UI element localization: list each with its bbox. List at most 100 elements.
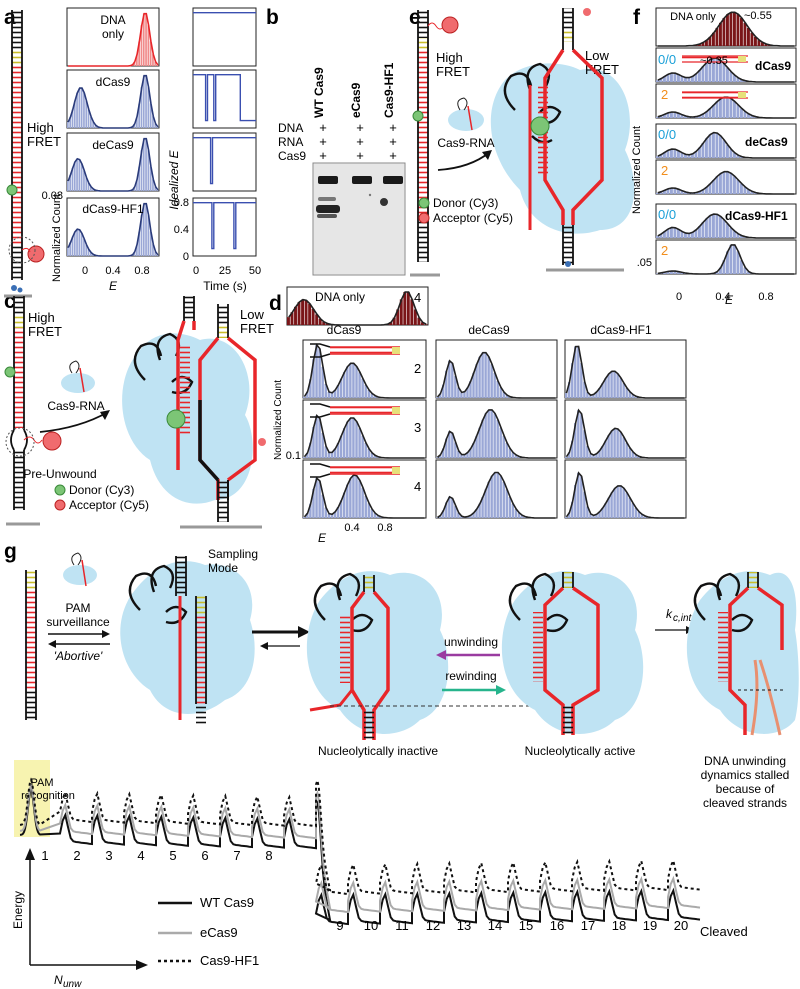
hist-a-2-bar — [80, 164, 83, 191]
hist-d-1-0-bar — [327, 452, 331, 458]
hist-d-2-1-bar — [514, 509, 518, 518]
g-sampling-2: Mode — [208, 561, 238, 575]
hist-f-dna-only-bar — [698, 43, 701, 46]
hist-f-4-bar — [687, 233, 691, 238]
hist-a-1-bar — [154, 123, 157, 128]
trace-frame-3 — [192, 197, 257, 257]
hist-f-4-bar — [719, 216, 722, 238]
step-label-10: 10 — [364, 918, 378, 933]
hist-f-dna-only-bar — [726, 14, 729, 46]
hist-d-0-2-bar — [619, 378, 622, 398]
hist-a-3-bar — [145, 203, 147, 256]
c-low-fret: FRET — [240, 321, 274, 336]
f-mm0-1: 0/0 — [658, 52, 676, 67]
hist-a-3-bar — [71, 236, 74, 256]
hist-f-2-bar — [705, 138, 708, 158]
d-ytick: 0.1 — [286, 450, 301, 462]
hist-d-2-1-bar — [505, 489, 508, 518]
hist-d-0-2-bar — [595, 391, 598, 398]
hist-f-4-bar — [666, 228, 670, 238]
hist-a-2-bar — [138, 166, 140, 191]
gel-plus: + — [319, 148, 327, 163]
hist-f-4-bar — [684, 233, 687, 238]
acceptor-dye — [27, 245, 45, 263]
step-label-2: 2 — [73, 848, 80, 863]
hist-d-0-2-bar — [598, 387, 601, 398]
hist-d-0-2-bar — [607, 373, 610, 398]
hist-d-2-1-bar — [511, 503, 515, 518]
hist-d-1-0-bar — [312, 426, 315, 458]
hist-f-0-bar — [663, 76, 666, 82]
trace-line-1 — [193, 73, 256, 122]
hist-d-1-0-bar — [364, 442, 367, 458]
hist-f-1-bar — [708, 108, 712, 118]
hist-f-5-fit — [657, 244, 795, 275]
hist-f-3-bar — [733, 176, 736, 194]
gel-plus: + — [389, 134, 397, 149]
hist-a-1-bar — [71, 109, 74, 128]
hist-a-3-bar — [156, 254, 159, 256]
hist-f-5-bar — [722, 260, 726, 274]
step-label-18: 18 — [612, 918, 626, 933]
hist-f-1-bar — [712, 104, 715, 118]
ytick-ideal-2: 0 — [183, 251, 189, 263]
step-label-6: 6 — [201, 848, 208, 863]
hist-a-label-3: dCas9-HF1 — [82, 202, 144, 216]
hist-d-0-1-bar — [487, 356, 490, 398]
hist-f-3-bar — [656, 192, 659, 194]
hist-f-4-bar — [729, 227, 733, 238]
hist-f-0-bar — [677, 74, 680, 82]
hist-f-5-bar — [670, 271, 673, 274]
legend-wt: WT Cas9 — [200, 895, 254, 910]
hist-a-2-bar — [133, 186, 136, 191]
hist-d-1-0-bar — [306, 452, 309, 458]
hist-a-2-bar — [147, 150, 150, 191]
f-dna-schematic — [682, 55, 748, 63]
c-donor: Donor (Cy3) — [69, 483, 134, 497]
hist-a-1-bar — [76, 92, 78, 128]
g-nunw-sub: unw — [63, 979, 82, 989]
hist-d-dna-only-bar — [410, 299, 414, 325]
hist-f-dna-only-bar — [761, 42, 764, 46]
hist-d-0-1-fit — [436, 351, 556, 399]
hist-f-3-bar — [750, 191, 754, 194]
hist-d-0-1-bar — [469, 380, 472, 398]
hist-d-2-0-bar — [312, 488, 315, 518]
hist-d-2-0-bar — [315, 478, 318, 518]
hist-d-1-2-bar — [604, 440, 607, 458]
hist-f-1-bar — [680, 114, 684, 118]
high-fret-label: High — [27, 120, 54, 135]
hist-f-0-bar — [684, 77, 687, 82]
hist-d-1-2-bar — [622, 437, 625, 458]
hist-a-0-bar — [138, 41, 140, 66]
hist-d-0-0-bar — [358, 372, 361, 398]
hist-f-2-bar — [694, 151, 698, 158]
hist-a-3-bar — [85, 244, 88, 256]
hist-d-2-1-bar — [487, 481, 490, 518]
hist-d-2-1-bar — [520, 515, 524, 518]
hist-d-1-2-bar — [586, 445, 589, 458]
gel-row-dna: DNA — [278, 121, 303, 135]
g-pam-surv-1: PAM — [65, 601, 90, 615]
c-fret: FRET — [28, 324, 62, 339]
hist-f-2-bar — [670, 149, 673, 158]
hist-a-1-bar — [156, 126, 159, 128]
xlabel-e-a: E — [109, 279, 118, 293]
gel-col-wt: WT Cas9 — [312, 67, 326, 118]
cas9-protein-g4 — [686, 571, 799, 734]
pam-segment — [12, 50, 22, 64]
hist-f-5-bar — [663, 272, 666, 274]
hist-d-2-2-bar — [616, 485, 619, 518]
hist-a-0-bar — [142, 13, 145, 66]
panel-d: DNA only 4 dCas9 deCas9 dCas9-HF1 2 3 4 … — [273, 286, 687, 545]
hist-d-1-0-bar — [324, 446, 327, 458]
hist-a-1-bar — [73, 100, 76, 128]
hist-a-3-bar — [78, 229, 81, 256]
hist-f-3-bar — [670, 188, 673, 194]
hist-a-1-bar — [152, 116, 154, 128]
hist-f-0-bar — [726, 67, 729, 82]
hist-f-4-bar — [656, 235, 659, 238]
hist-a-3-bar — [136, 244, 138, 256]
hist-f-3-bar — [663, 190, 666, 194]
hist-d-1-1-bar — [490, 409, 493, 458]
